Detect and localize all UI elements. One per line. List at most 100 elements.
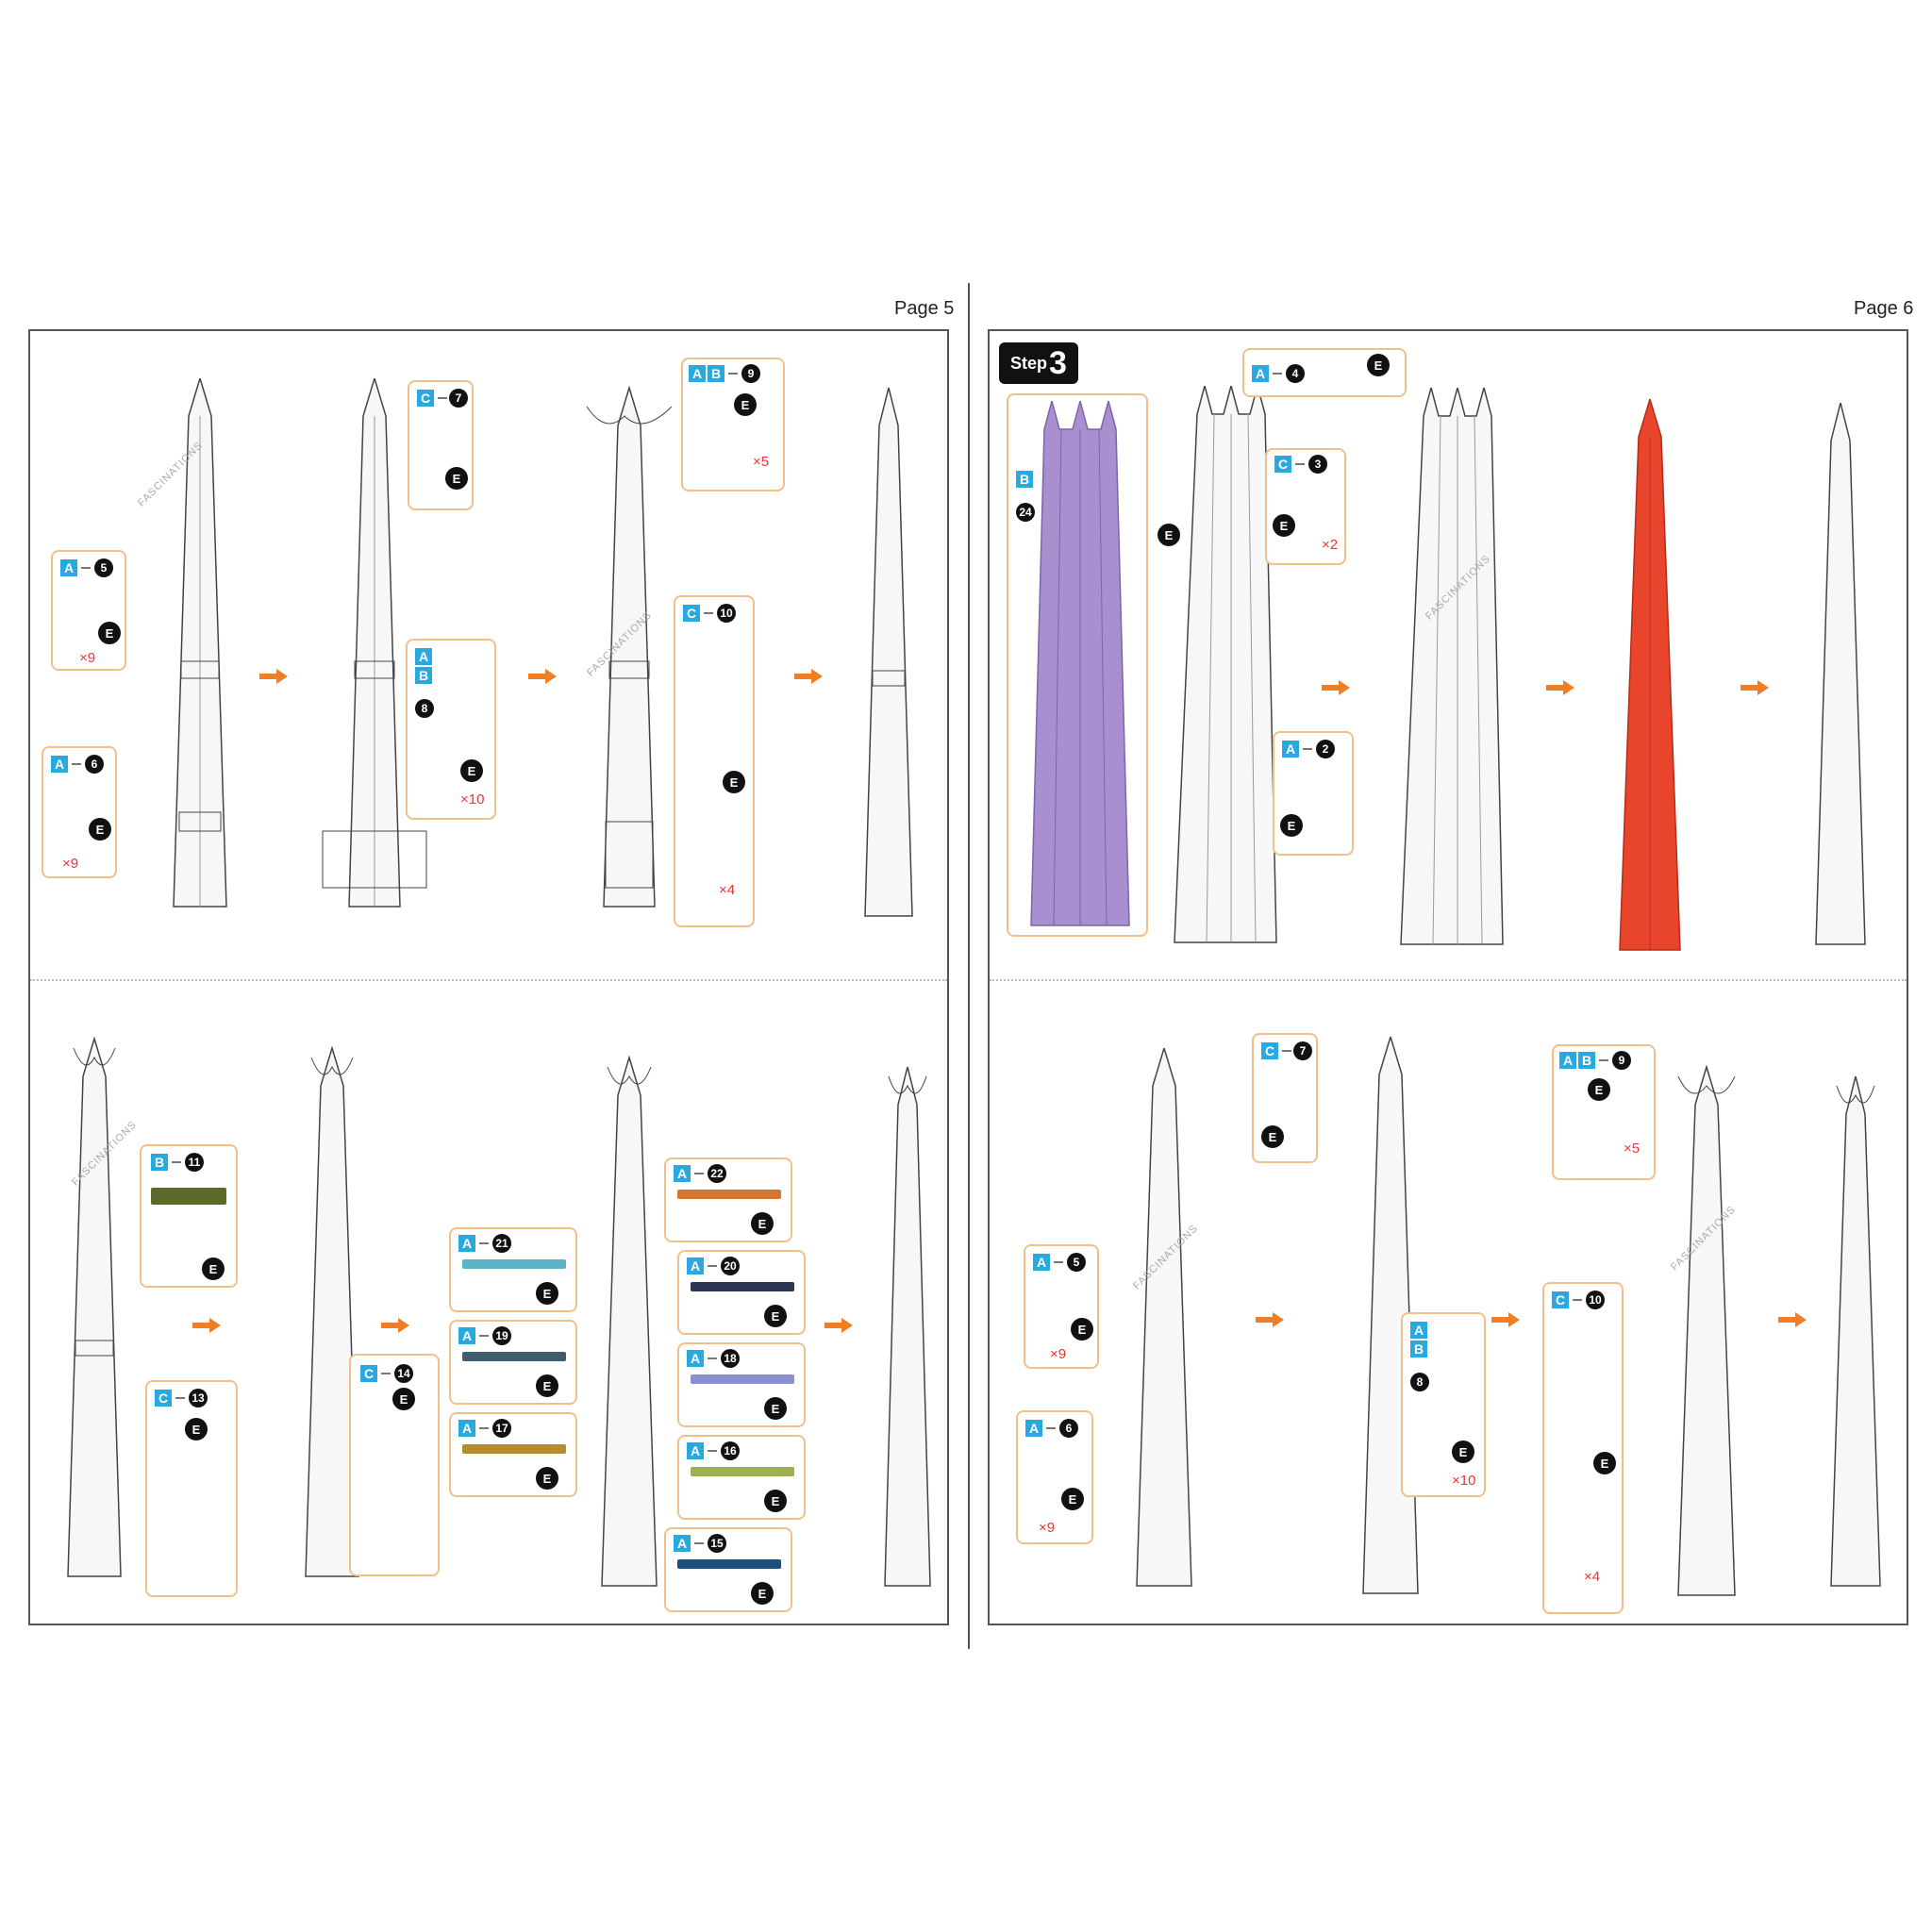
callout-part-9: A B 9 E ×5 (1552, 1044, 1656, 1180)
page-5-panel: A 5 E ×9 A 6 E ×9 C 7 E A B 8 E ×10 A B … (28, 329, 949, 1625)
multiplier-label: ×9 (1039, 1520, 1056, 1536)
multiplier-label: ×5 (1624, 1141, 1641, 1157)
sheet-e-badge: E (1452, 1441, 1474, 1463)
sheet-e-badge: E (536, 1374, 558, 1397)
callout-part-3: C 3 E ×2 (1265, 448, 1346, 565)
sheet-chip-a: A (1410, 1322, 1427, 1339)
part-number: 16 (721, 1441, 740, 1460)
arrow-right-icon (259, 669, 288, 684)
sheet-chip-a: A (687, 1442, 704, 1459)
part-number: 10 (717, 604, 736, 623)
tower-illustration (864, 388, 913, 917)
sheet-chip-a: A (1282, 741, 1299, 758)
callout-part-11: B 11 E (140, 1144, 238, 1288)
tower-illustration (1677, 1064, 1736, 1596)
sheet-chip-a: A (689, 365, 706, 382)
part-number: 24 (1016, 503, 1035, 522)
multiplier-label: ×4 (719, 882, 736, 898)
part-shape (462, 1259, 566, 1269)
callout-part-10: C 10 E ×4 (674, 595, 755, 927)
callout-part-16: A 16 E (677, 1435, 806, 1520)
arrow-right-icon (381, 1318, 409, 1333)
sheet-e-badge: E (764, 1490, 787, 1512)
sheet-e-badge: E (1588, 1078, 1610, 1101)
sheet-chip-c: C (360, 1365, 377, 1382)
tower-illustration (67, 1036, 122, 1577)
callout-part-7: C 7 E (1252, 1033, 1318, 1163)
part-shape (151, 1188, 226, 1205)
tower-illustration (322, 378, 427, 908)
callout-part-2: A 2 E (1273, 731, 1354, 856)
callout-part-8: A B 8 E ×10 (406, 639, 496, 820)
part-number: 7 (1293, 1041, 1312, 1060)
sheet-chip-b: B (1578, 1052, 1595, 1069)
part-number: 14 (394, 1364, 413, 1383)
center-divider (968, 283, 970, 1649)
sheet-e-badge: E (1367, 354, 1390, 376)
part-shape (677, 1559, 781, 1569)
sheet-e-badge: E (751, 1212, 774, 1235)
sheet-e-badge: E (392, 1388, 415, 1410)
sheet-chip-c: C (683, 605, 700, 622)
callout-part-6: A 6 E ×9 (1016, 1410, 1093, 1544)
sheet-e-badge: E (460, 759, 483, 782)
page-6-panel: Step 3 B 24 E A 4 E C 3 E ×2 A (988, 329, 1908, 1625)
sheet-e-badge: E (1280, 814, 1303, 837)
sheet-chip-a: A (674, 1165, 691, 1182)
part-number: 9 (1612, 1051, 1631, 1070)
sheet-e-badge: E (1071, 1318, 1093, 1341)
callout-part-22: A 22 E (664, 1158, 792, 1242)
part-number: 5 (1067, 1253, 1086, 1272)
sheet-e-badge: E (723, 771, 745, 793)
sheet-chip-a: A (1033, 1254, 1050, 1271)
red-tower-part (1619, 399, 1681, 951)
tower-illustration (1174, 386, 1277, 943)
sheet-e-badge: E (734, 393, 757, 416)
part-number: 8 (415, 699, 434, 718)
callout-part-20: A 20 E (677, 1250, 806, 1335)
part-number: 10 (1586, 1291, 1605, 1309)
sheet-e-badge: E (536, 1467, 558, 1490)
multiplier-label: ×9 (62, 856, 79, 872)
callout-part-19: A 19 E (449, 1320, 577, 1405)
sheet-chip-a: A (674, 1535, 691, 1552)
callout-part-18: A 18 E (677, 1342, 806, 1427)
multiplier-label: ×9 (1050, 1346, 1067, 1362)
callout-part-5: A 5 E ×9 (1024, 1244, 1099, 1369)
sheet-chip-a: A (458, 1420, 475, 1437)
sheet-chip-a: A (687, 1257, 704, 1274)
sheet-e-badge: E (536, 1282, 558, 1305)
multiplier-label: ×9 (79, 650, 96, 666)
part-number: 4 (1286, 364, 1305, 383)
callout-part-9: A B 9 E ×5 (681, 358, 785, 491)
sheet-chip-a: A (458, 1327, 475, 1344)
sheet-e-badge: E (1261, 1125, 1284, 1148)
multiplier-label: ×4 (1584, 1569, 1601, 1585)
part-shape (462, 1444, 566, 1454)
sheet-chip-c: C (1274, 456, 1291, 473)
arrow-right-icon (824, 1318, 853, 1333)
part-number: 11 (185, 1153, 204, 1172)
sheet-chip-b: B (708, 365, 724, 382)
sheet-chip-c: C (417, 390, 434, 407)
part-number: 20 (721, 1257, 740, 1275)
step-badge: Step 3 (999, 342, 1078, 384)
multiplier-label: ×10 (460, 791, 485, 808)
callout-part-10: C 10 E ×4 (1542, 1282, 1624, 1614)
sheet-e-badge: E (1158, 524, 1180, 546)
purple-tower-part (1030, 401, 1130, 926)
part-number: 3 (1308, 455, 1327, 474)
part-number: 9 (741, 364, 760, 383)
part-number: 15 (708, 1534, 726, 1553)
sheet-e-badge: E (764, 1305, 787, 1327)
sheet-chip-a: A (415, 648, 432, 665)
tower-illustration (305, 1045, 359, 1577)
part-number: 8 (1410, 1373, 1429, 1391)
sheet-chip-a: A (1252, 365, 1269, 382)
part-shape (462, 1352, 566, 1361)
multiplier-label: ×5 (753, 454, 770, 470)
arrow-right-icon (1740, 680, 1769, 695)
callout-part-4: A 4 E (1242, 348, 1407, 397)
callout-part-7: C 7 E (408, 380, 474, 510)
sheet-e-badge: E (202, 1257, 225, 1280)
